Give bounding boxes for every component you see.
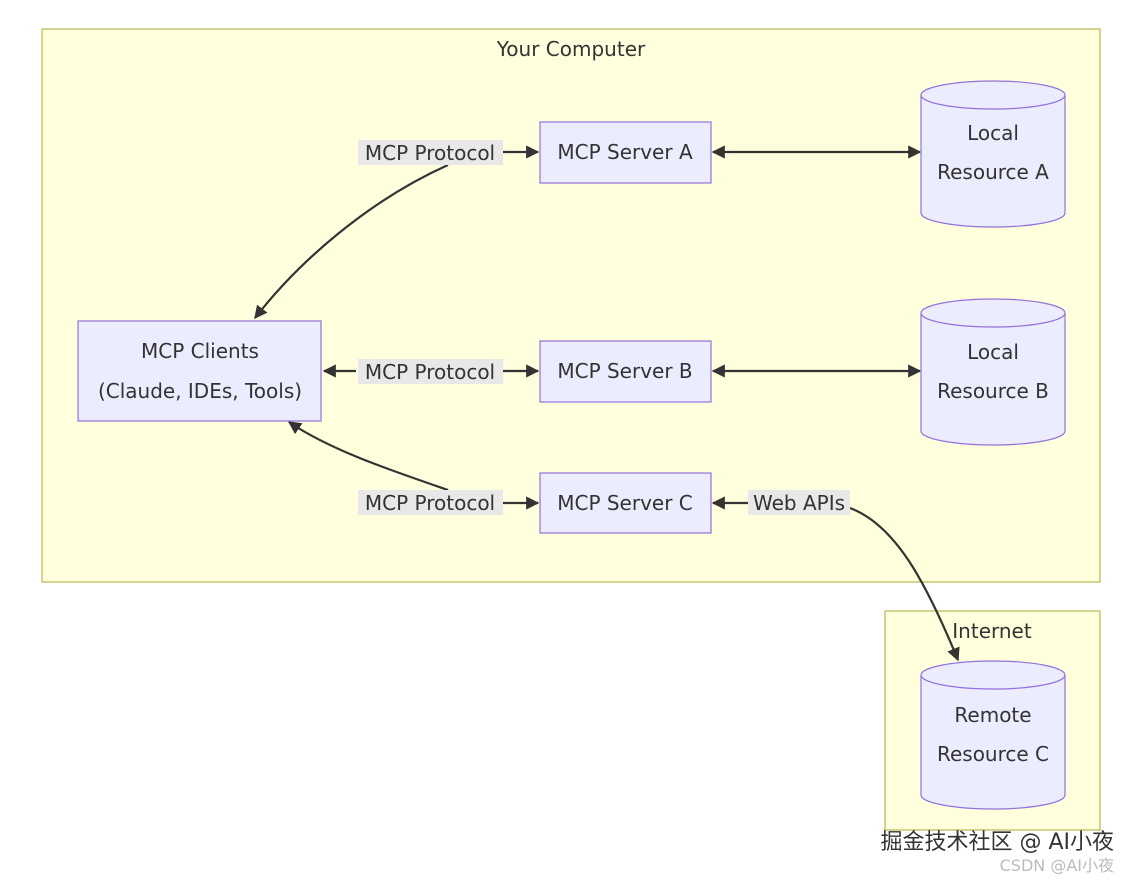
svg-text:Remote: Remote [954,703,1031,727]
node-mcp-server-c: MCP Server C [539,472,712,534]
svg-text:Resource C: Resource C [937,742,1049,766]
node-mcp-server-a: MCP Server A [539,121,712,184]
node-mcp-server-b: MCP Server B [539,340,712,403]
node-remote-resource-c: Remote Resource C [920,660,1066,810]
edge-clients-server-c [287,421,449,492]
svg-text:Resource A: Resource A [937,160,1049,184]
svg-text:MCP Server B: MCP Server B [557,359,692,383]
svg-text:Local: Local [967,121,1019,145]
node-local-resource-a: Local Resource A [920,80,1066,228]
svg-text:MCP Protocol: MCP Protocol [365,141,495,165]
svg-text:MCP Server C: MCP Server C [557,491,693,515]
node-local-resource-b: Local Resource B [920,298,1066,446]
edge-web-apis-to-resource-c [849,506,960,662]
svg-text:MCP Protocol: MCP Protocol [365,491,495,515]
cluster-your-computer-label: Your Computer [496,37,646,61]
watermark-juejin: 掘金技术社区 @ AI小夜 [880,830,1114,855]
watermark-csdn: CSDN @AI小夜 [999,856,1114,875]
edge-label-web-apis: Web APIs [748,490,850,515]
edge-label-protocol-b: MCP Protocol [358,359,503,384]
cluster-internet-label: Internet [952,619,1032,643]
edge-label-protocol-c: MCP Protocol [358,490,503,515]
edge-clients-server-a [254,163,449,320]
svg-text:MCP Clients: MCP Clients [141,339,259,363]
edge-label-protocol-a: MCP Protocol [358,140,503,165]
svg-text:MCP Server A: MCP Server A [557,140,693,164]
svg-text:Web APIs: Web APIs [753,491,845,515]
svg-text:Local: Local [967,340,1019,364]
svg-text:Resource B: Resource B [937,379,1049,403]
node-mcp-clients: MCP Clients (Claude, IDEs, Tools) [77,320,322,422]
svg-text:MCP Protocol: MCP Protocol [365,360,495,384]
svg-text:(Claude, IDEs, Tools): (Claude, IDEs, Tools) [98,379,302,403]
